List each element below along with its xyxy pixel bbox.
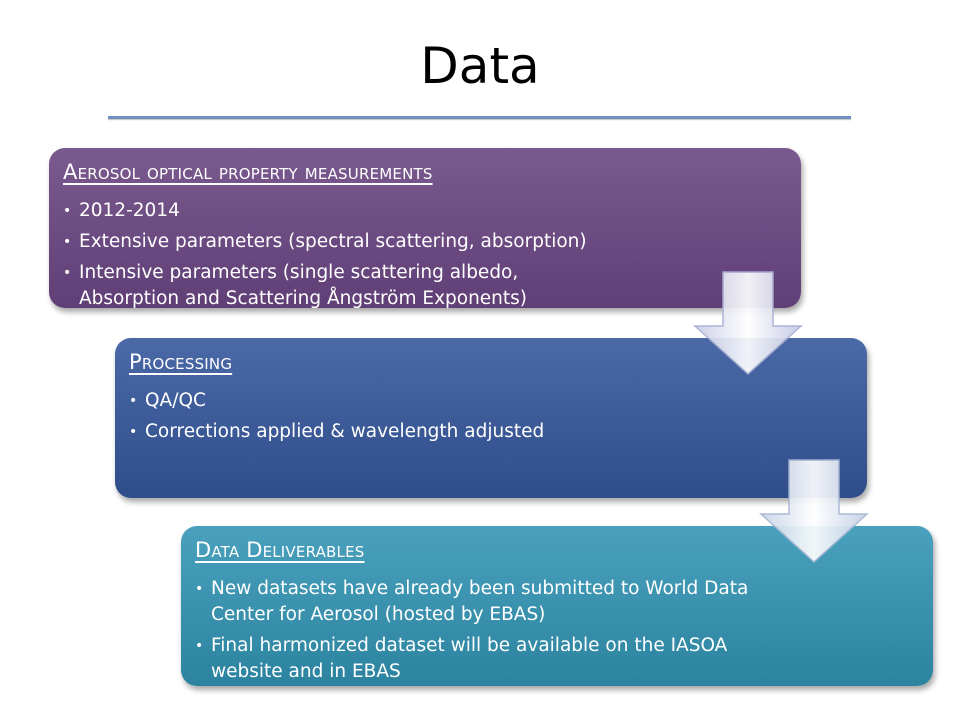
measurements-box: Aerosol optical property measurements 20…	[49, 148, 801, 309]
title-divider	[108, 116, 851, 119]
list-item: QA/QC	[129, 388, 851, 414]
processing-title: Processing	[129, 350, 233, 374]
processing-bullet-list: QA/QC Corrections applied & wavelength a…	[129, 388, 851, 445]
list-item: New datasets have already been submitted…	[195, 576, 751, 628]
list-item: Corrections applied & wavelength adjuste…	[129, 419, 851, 445]
list-item: 2012-2014	[63, 198, 785, 224]
deliverables-bullet-list: New datasets have already been submitted…	[195, 576, 917, 685]
down-arrow-icon	[759, 459, 869, 564]
measurements-title: Aerosol optical property measurements	[63, 160, 433, 184]
list-item: Extensive parameters (spectral scatterin…	[63, 229, 785, 255]
slide-title: Data	[420, 37, 540, 95]
down-arrow-icon	[693, 271, 803, 376]
deliverables-title: Data Deliverables	[195, 538, 365, 562]
measurements-bullet-list: 2012-2014 Extensive parameters (spectral…	[63, 198, 785, 312]
list-item: Final harmonized dataset will be availab…	[195, 633, 751, 685]
list-item: Intensive parameters (single scattering …	[63, 260, 569, 312]
